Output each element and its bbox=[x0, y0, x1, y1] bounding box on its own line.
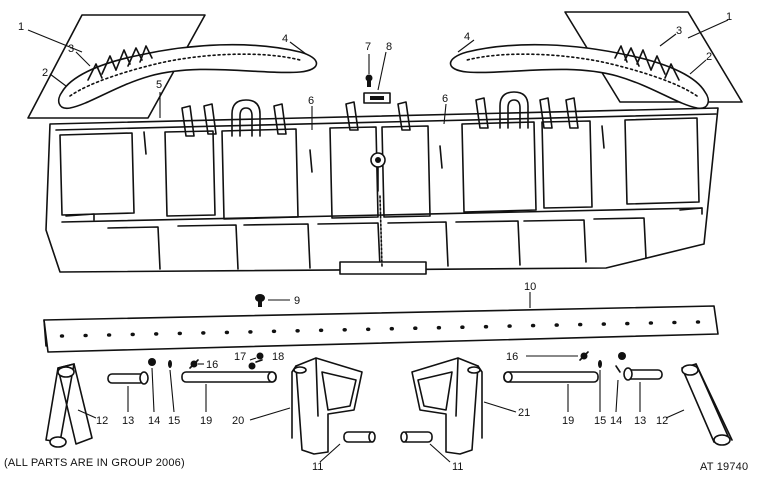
cutting-edge-bar-10 bbox=[43, 305, 719, 353]
bolt-hole bbox=[695, 320, 701, 324]
callout-12-left: 12 bbox=[96, 415, 108, 427]
bolt-hole bbox=[578, 322, 583, 327]
bracket-21 bbox=[411, 357, 483, 455]
callout-5: 5 bbox=[156, 79, 162, 91]
plate-8 bbox=[363, 92, 391, 104]
callout-11-right: 11 bbox=[452, 461, 463, 473]
bolt-hole bbox=[318, 328, 324, 333]
callout-13-left: 13 bbox=[122, 415, 134, 427]
callout-6-right: 6 bbox=[442, 93, 448, 105]
bolt-hole bbox=[154, 332, 159, 336]
bolt-hole bbox=[554, 323, 559, 327]
band-assembly-left bbox=[27, 14, 318, 119]
callout-3-right: 3 bbox=[676, 25, 682, 37]
callout-15-left: 15 bbox=[168, 415, 180, 427]
pin-7 bbox=[365, 74, 373, 87]
callout-4-left: 4 bbox=[282, 33, 288, 45]
bolt-9 bbox=[255, 294, 265, 307]
callout-13-right: 13 bbox=[634, 415, 646, 427]
callout-20: 20 bbox=[232, 415, 244, 427]
shaft-19-left bbox=[181, 371, 277, 383]
callout-16-right: 16 bbox=[506, 351, 518, 363]
callout-10: 10 bbox=[524, 281, 536, 293]
callout-14-left: 14 bbox=[148, 415, 160, 427]
callout-17: 17 bbox=[234, 351, 246, 363]
bolt-hole bbox=[130, 332, 135, 337]
callout-19-right: 19 bbox=[562, 415, 574, 427]
bolt-hole bbox=[507, 324, 512, 328]
bolt-hole bbox=[483, 324, 489, 329]
bolt-hole bbox=[106, 333, 112, 337]
callout-18: 18 bbox=[272, 351, 284, 363]
cotter-15-right bbox=[598, 360, 602, 368]
blade-tray-5 bbox=[45, 91, 719, 275]
bushing-11-left bbox=[343, 431, 376, 443]
link-12-right bbox=[681, 363, 733, 446]
bolt-hole bbox=[59, 334, 65, 338]
cotter-15-left bbox=[168, 360, 172, 368]
band-assembly-right bbox=[449, 11, 743, 110]
bolt-hole bbox=[271, 329, 277, 334]
callout-14-right: 14 bbox=[610, 415, 622, 427]
bolt-hole bbox=[224, 330, 230, 335]
figure-id: AT 19740 bbox=[700, 461, 748, 473]
bolt-hole bbox=[83, 333, 88, 338]
group-note: (ALL PARTS ARE IN GROUP 2006) bbox=[4, 457, 185, 469]
link-12-left bbox=[45, 363, 93, 448]
bracket-20 bbox=[291, 357, 363, 455]
bolt-hole bbox=[366, 327, 371, 332]
callout-16-left: 16 bbox=[206, 359, 218, 371]
bolt-hole bbox=[460, 325, 465, 330]
pin-16-left bbox=[189, 359, 199, 369]
callout-1-left: 1 bbox=[18, 21, 24, 33]
callout-9: 9 bbox=[294, 295, 300, 307]
callout-2-right: 2 bbox=[706, 51, 712, 63]
bolt-hole bbox=[201, 331, 206, 335]
bolt-hole bbox=[177, 331, 182, 336]
bolt-hole bbox=[601, 322, 606, 326]
bolt-hole bbox=[648, 321, 654, 325]
callout-1-right: 1 bbox=[726, 11, 732, 23]
callout-19-left: 19 bbox=[200, 415, 212, 427]
pin-13-left bbox=[107, 371, 149, 385]
bolt-hole bbox=[625, 321, 630, 326]
bolt-hole bbox=[295, 329, 300, 333]
washer-14-right bbox=[615, 352, 626, 373]
bolt-hole bbox=[436, 325, 442, 330]
callout-7: 7 bbox=[365, 41, 371, 53]
bolt-hole bbox=[530, 323, 536, 328]
callout-3-left: 3 bbox=[68, 43, 74, 55]
bolt-hole bbox=[413, 326, 418, 331]
callout-21: 21 bbox=[518, 407, 530, 419]
washer-14-left bbox=[148, 358, 156, 366]
callout-11-left: 11 bbox=[312, 461, 323, 473]
callout-4-right: 4 bbox=[464, 31, 470, 43]
washer-17 bbox=[256, 352, 264, 360]
bolt-hole bbox=[342, 328, 347, 332]
bolt-hole bbox=[389, 326, 394, 331]
callout-2-left: 2 bbox=[42, 67, 48, 79]
bolt-hole bbox=[248, 330, 253, 334]
pin-16-right bbox=[579, 351, 589, 361]
shaft-19-right bbox=[503, 371, 599, 383]
pin-13-right bbox=[623, 367, 663, 381]
callout-labels: 1 2 3 4 5 6 7 8 6 1 2 3 4 9 10 12 13 14 … bbox=[18, 11, 732, 473]
callout-12-right: 12 bbox=[656, 415, 668, 427]
callout-8: 8 bbox=[386, 41, 392, 53]
leader-lines bbox=[27, 19, 729, 463]
callout-6-left: 6 bbox=[308, 95, 314, 107]
callout-15-right: 15 bbox=[594, 415, 606, 427]
bolt-18 bbox=[248, 359, 263, 370]
bolt-hole bbox=[672, 320, 677, 325]
bushing-11-right bbox=[400, 431, 433, 443]
